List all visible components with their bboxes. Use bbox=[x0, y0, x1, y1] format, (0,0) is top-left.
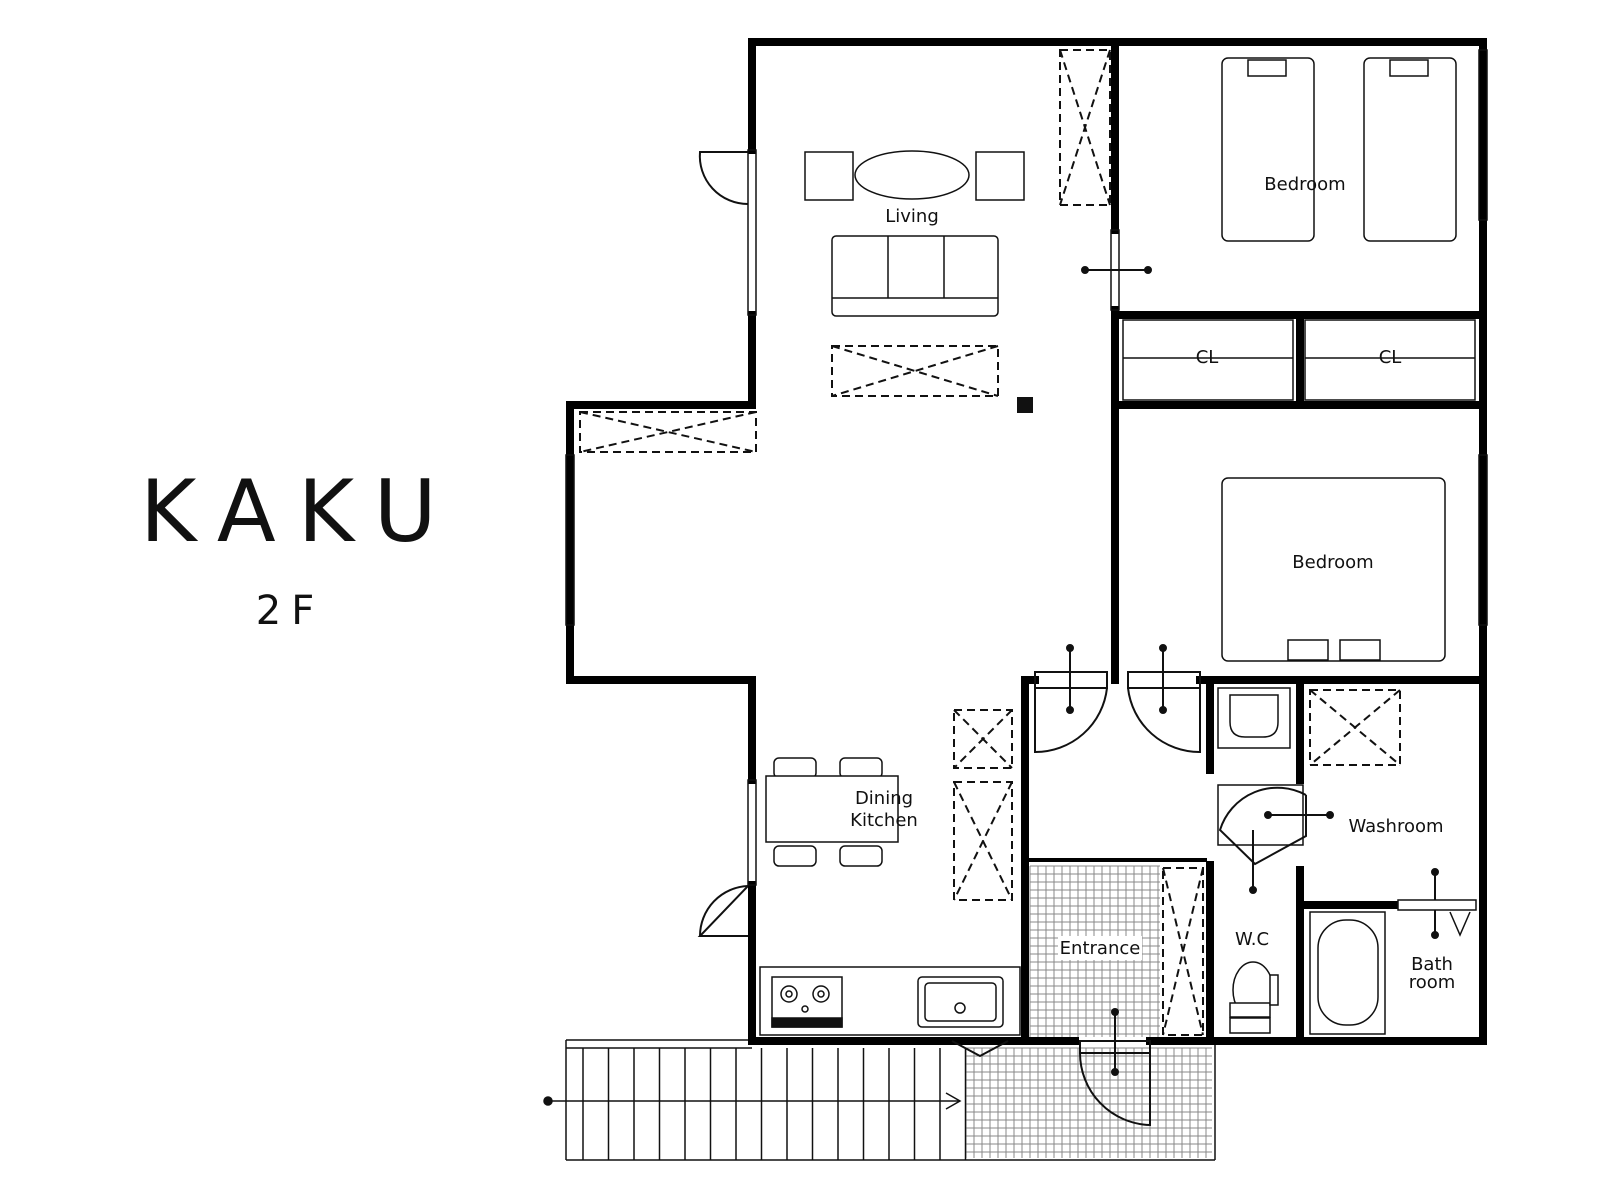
label-living: Living bbox=[885, 206, 939, 227]
sofa bbox=[831, 235, 999, 317]
closet-2 bbox=[1304, 319, 1476, 401]
label-wc: W.C bbox=[1235, 929, 1269, 950]
living-stool bbox=[804, 151, 854, 201]
floor-label: 2F bbox=[255, 588, 325, 634]
label-bedroom-1: Bedroom bbox=[1264, 174, 1345, 195]
label-bath: Bath bbox=[1411, 954, 1453, 975]
building-name: KAKU bbox=[140, 462, 459, 562]
dashed-storage-areas bbox=[579, 49, 1401, 1036]
label-kitchen: Kitchen bbox=[850, 810, 918, 831]
label-washroom: Washroom bbox=[1348, 816, 1443, 837]
label-room: room bbox=[1409, 972, 1456, 993]
label-entrance: Entrance bbox=[1060, 938, 1141, 959]
living-stool bbox=[975, 151, 1025, 201]
bed bbox=[1221, 57, 1315, 242]
door-pulls bbox=[1017, 266, 1439, 1076]
double-bed bbox=[1221, 477, 1446, 662]
living-table bbox=[854, 150, 970, 200]
furniture bbox=[759, 57, 1477, 1036]
label-closet-1: CL bbox=[1196, 347, 1219, 368]
label-closet-2: CL bbox=[1379, 347, 1402, 368]
label-bedroom-2: Bedroom bbox=[1292, 552, 1373, 573]
walls bbox=[566, 38, 1487, 1045]
closet-1 bbox=[1122, 319, 1294, 401]
label-dining: Dining bbox=[855, 788, 913, 809]
staircase bbox=[543, 1039, 1216, 1161]
room-labels: Living Bedroom CL CL Bedroom Dining Kitc… bbox=[850, 174, 1455, 993]
dining-table bbox=[765, 775, 899, 843]
bed bbox=[1363, 57, 1457, 242]
